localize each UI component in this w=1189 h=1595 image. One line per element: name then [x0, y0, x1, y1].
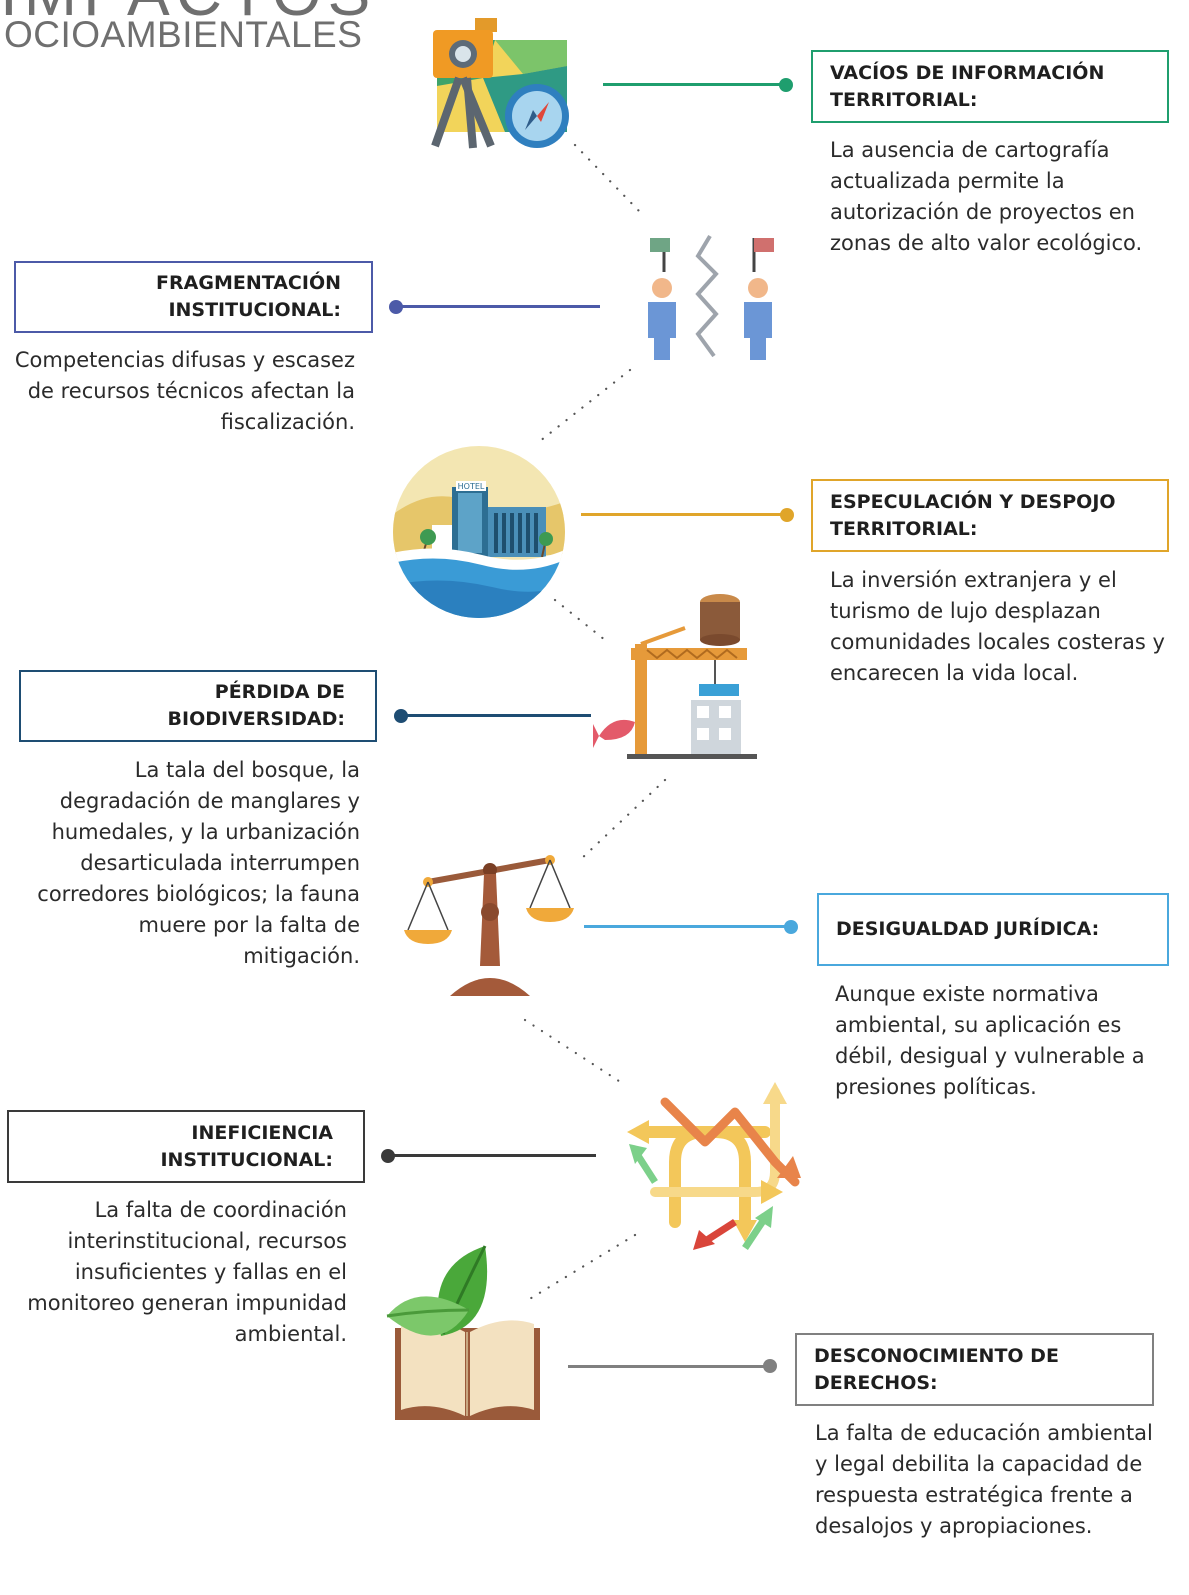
item-title-desconocimiento: DESCONOCIMIENTO DE DERECHOS: — [814, 1344, 1059, 1394]
item-desc-especulacion: La inversión extranjera y el turismo de … — [830, 568, 1165, 685]
item-desc-desigualdad: Aunque existe normativa ambiental, su ap… — [835, 982, 1145, 1099]
connector-desigualdad — [584, 925, 789, 928]
connector-fragmentacion — [396, 305, 600, 308]
coastal-hotel-icon: HOTEL — [393, 446, 565, 618]
item-box-desconocimiento: DESCONOCIMIENTO DE DERECHOS: — [795, 1333, 1154, 1406]
surveying-tripod-map-compass-icon — [431, 18, 569, 149]
hotel-sign-text: HOTEL — [458, 482, 485, 491]
connector-perdida — [401, 714, 591, 717]
connector-vacios — [603, 83, 783, 86]
item-desc-vacios: La ausencia de cartografía actualizada p… — [830, 138, 1143, 255]
balance-scale-icon — [404, 855, 574, 996]
open-book-leaves-icon — [386, 1245, 540, 1420]
item-box-desigualdad: DESIGUALDAD JURÍDICA: — [817, 893, 1169, 966]
item-box-perdida: PÉRDIDA DE BIODIVERSIDAD: — [19, 670, 377, 742]
item-title-desigualdad: DESIGUALDAD JURÍDICA: — [836, 918, 1100, 940]
item-desc-perdida: La tala del bosque, la degradación de ma… — [37, 758, 360, 968]
item-title-especulacion: ESPECULACIÓN Y DESPOJO TERRITORIAL: — [830, 490, 1116, 540]
item-box-especulacion: ESPECULACIÓN Y DESPOJO TERRITORIAL: — [811, 479, 1169, 552]
tangled-arrows-icon — [627, 1082, 801, 1250]
item-title-fragmentacion: FRAGMENTACIÓN INSTITUCIONAL: — [156, 272, 341, 321]
connector-especulacion — [581, 513, 786, 516]
connector-dot-vacios — [779, 78, 793, 92]
connector-dot-desconocimiento — [763, 1359, 777, 1373]
connector-desconocimiento — [568, 1365, 768, 1368]
page-subtitle: OCIOAMBIENTALES — [4, 14, 363, 55]
item-title-vacios: VACÍOS DE INFORMACIÓN TERRITORIAL: — [830, 61, 1105, 111]
construction-crane-log-fish-icon — [593, 594, 757, 759]
item-box-vacios: VACÍOS DE INFORMACIÓN TERRITORIAL: — [811, 50, 1169, 123]
item-desc-ineficiencia: La falta de coordinación interinstitucio… — [27, 1198, 347, 1346]
item-box-fragmentacion: FRAGMENTACIÓN INSTITUCIONAL: — [14, 261, 373, 333]
page-title: IMPACTOS — [0, 0, 376, 30]
connector-dot-especulacion — [780, 508, 794, 522]
item-title-perdida: PÉRDIDA DE BIODIVERSIDAD: — [167, 681, 345, 730]
item-title-ineficiencia: INEFICIENCIA INSTITUCIONAL: — [160, 1121, 333, 1171]
item-desc-fragmentacion: Competencias difusas y escasez de recurs… — [14, 348, 355, 434]
item-box-ineficiencia: INEFICIENCIA INSTITUCIONAL: — [7, 1110, 365, 1183]
divided-people-flags-icon — [648, 234, 774, 360]
item-desc-desconocimiento: La falta de educación ambiental y legal … — [815, 1421, 1153, 1538]
connector-dot-desigualdad — [784, 920, 798, 934]
connector-ineficiencia — [388, 1154, 596, 1157]
